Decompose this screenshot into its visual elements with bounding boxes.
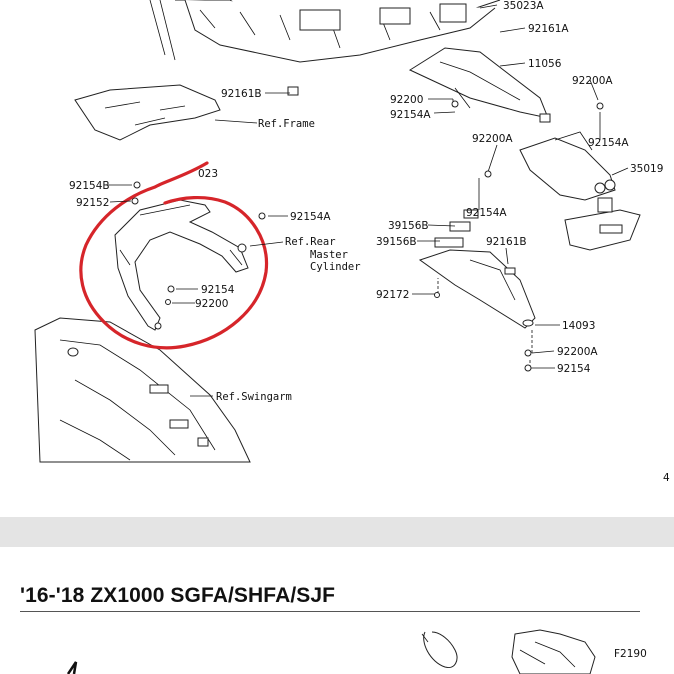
page-number: 4 — [663, 472, 670, 484]
callout-92200A: 92200A — [557, 346, 598, 358]
callout-labels: 35023A 92161A 11056 92200A 92200 92154A … — [69, 0, 670, 484]
callout-39156B: 39156B — [388, 220, 429, 232]
callout-14093: 14093 — [562, 320, 595, 332]
mudguard-14093 — [418, 221, 536, 329]
callout-92154: 92154 — [201, 284, 235, 296]
callout-92200: 92200 — [195, 298, 228, 310]
ref-master-label: Master — [310, 249, 348, 261]
callout-92200A: 92200A — [472, 133, 513, 145]
leader-lines — [108, 4, 629, 397]
figure-code: F2190 — [614, 648, 647, 660]
callout-92161B: 92161B — [221, 88, 262, 100]
callout-92154A: 92154A — [390, 109, 431, 121]
swingarm-assembly — [34, 317, 251, 463]
callout-92172: 92172 — [376, 289, 409, 301]
callout-11056: 11056 — [528, 58, 562, 70]
parts-diagram-lower: F2190 — [66, 629, 647, 674]
ref-rear-label: Ref.Rear — [285, 236, 336, 248]
frame-assembly — [149, 0, 501, 63]
section-title: '16-'18 ZX1000 SGFA/SHFA/SJF — [20, 584, 336, 607]
callout-35019: 35019 — [630, 163, 663, 175]
callout-92154A: 92154A — [466, 207, 507, 219]
callout-92154: 92154 — [557, 363, 591, 375]
callout-35023A: 35023A — [503, 0, 544, 12]
callout-92200: 92200 — [390, 94, 423, 106]
parts-diagram: 35023A 92161A 11056 92200A 92200 92154A … — [34, 0, 670, 484]
grab-rail — [114, 197, 266, 331]
callout-92154A: 92154A — [588, 137, 629, 149]
callout-92154A: 92154A — [290, 211, 331, 223]
lower-bracket — [511, 629, 596, 674]
lower-ring — [423, 631, 458, 669]
callout-023: 023 — [198, 168, 218, 180]
tail-cover-11056 — [408, 47, 551, 123]
lower-part-stroke — [66, 661, 78, 674]
callout-92200A: 92200A — [572, 75, 613, 87]
ref-swingarm-label: Ref.Swingarm — [216, 391, 292, 403]
callout-92161A: 92161A — [528, 23, 569, 35]
frame-left-bracket — [74, 84, 299, 141]
section-divider — [0, 517, 674, 547]
callout-39156B: 39156B — [376, 236, 417, 248]
callout-92152: 92152 — [76, 197, 109, 209]
callout-92154B: 92154B — [69, 180, 110, 192]
ref-cylinder-label: Cylinder — [310, 261, 361, 273]
tail-light-35019 — [519, 131, 641, 251]
title-rule — [20, 611, 640, 612]
highlight-circle — [79, 161, 269, 350]
fasteners — [133, 100, 604, 372]
ref-frame-label: Ref.Frame — [258, 118, 315, 130]
callout-92161B: 92161B — [486, 236, 527, 248]
